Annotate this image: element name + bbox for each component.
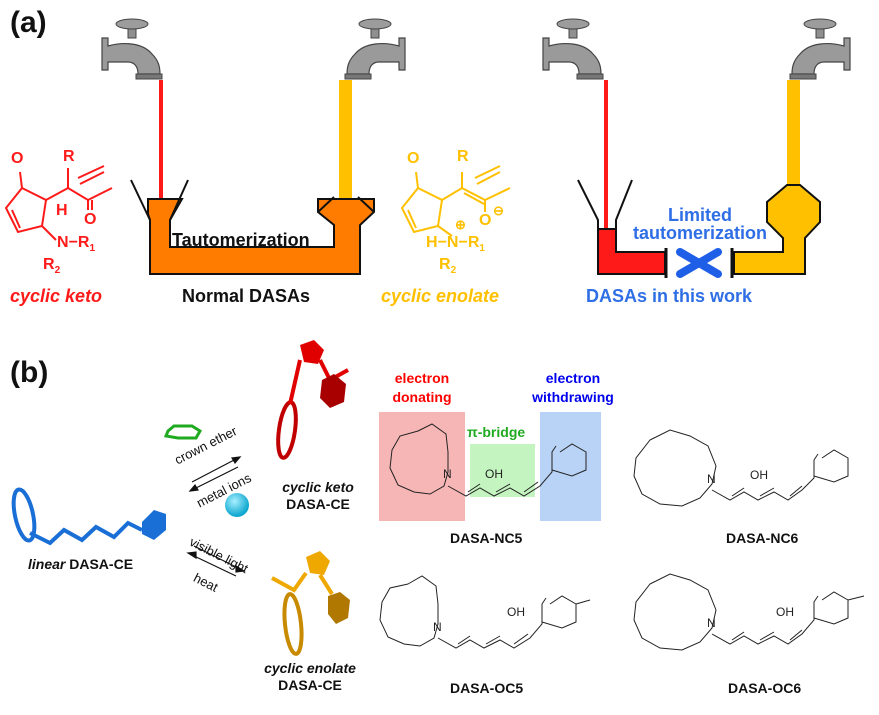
yellow-stream bbox=[339, 80, 352, 200]
atom-n: N bbox=[443, 467, 452, 481]
metal-ion-icon bbox=[225, 493, 249, 517]
atom-o: O bbox=[84, 211, 97, 228]
atom-r: R bbox=[63, 148, 75, 165]
molecule-name-nc5: DASA-NC5 bbox=[450, 530, 523, 546]
r2-group: R2 bbox=[439, 256, 457, 277]
dasa-oc5-structure bbox=[379, 575, 591, 649]
atom-n: N bbox=[433, 620, 442, 634]
cyclic-enolate-caption: cyclic enolate bbox=[381, 286, 500, 306]
red-stream bbox=[159, 80, 163, 200]
atom-h: H bbox=[56, 202, 68, 219]
cyclic-keto-caption: cyclic keto bbox=[10, 286, 103, 306]
atom-o: O bbox=[479, 212, 492, 229]
acceptor-region bbox=[540, 412, 601, 521]
crown-ether-icon bbox=[163, 424, 203, 440]
r2-group: R2 bbox=[43, 256, 61, 277]
atom-n: N bbox=[707, 616, 716, 630]
cyclic-enolate-structure bbox=[400, 165, 511, 237]
molecule-name-oc5: DASA-OC5 bbox=[450, 680, 524, 696]
donor-region bbox=[379, 412, 465, 521]
atom-o: O bbox=[11, 150, 24, 167]
atom-r: R bbox=[457, 148, 469, 165]
linear-dasa-ce-model bbox=[11, 487, 166, 546]
panel-b-label: (b) bbox=[10, 356, 49, 389]
dasa-oc6-structure bbox=[633, 573, 865, 651]
cyclic-enolate-model bbox=[271, 551, 350, 656]
blocked-x-icon bbox=[676, 248, 722, 278]
yellow-vessel bbox=[733, 184, 821, 275]
panel-a-label: (a) bbox=[10, 6, 47, 39]
yellow-stream bbox=[787, 80, 800, 185]
linear-dasa-ce-caption: linear DASA-CE bbox=[28, 556, 134, 572]
normal-dasas-caption: Normal DASAs bbox=[182, 286, 311, 306]
molecule-name-oc6: DASA-OC6 bbox=[728, 680, 802, 696]
atom-oh: OH bbox=[485, 467, 503, 481]
atom-oh: OH bbox=[776, 605, 794, 619]
tautomerization-label: Tautomerization bbox=[172, 230, 310, 250]
dasa-nc5-structure bbox=[389, 423, 587, 497]
n-r1-group: N−R1 bbox=[57, 234, 96, 255]
atom-oh: OH bbox=[507, 605, 525, 619]
pi-bridge-label: π-bridge bbox=[467, 424, 526, 440]
equilibrium-arrows-bottom bbox=[186, 545, 246, 577]
red-stream bbox=[604, 80, 608, 230]
normal-dasa-vessel bbox=[147, 198, 375, 275]
negative-charge: ⊖ bbox=[493, 203, 504, 218]
atom-o: O bbox=[407, 150, 420, 167]
h-n-r1-group: H−N−R1 bbox=[426, 234, 485, 255]
equilibrium-arrows-top bbox=[188, 456, 242, 492]
molecule-name-nc6: DASA-NC6 bbox=[726, 530, 799, 546]
dasa-nc6-structure bbox=[633, 429, 849, 507]
cyclic-keto-structure bbox=[4, 165, 113, 241]
this-work-caption: DASAs in this work bbox=[586, 286, 753, 306]
cyclic-keto-model bbox=[276, 340, 349, 460]
positive-charge: ⊕ bbox=[455, 217, 466, 232]
atom-n: N bbox=[707, 472, 716, 486]
atom-oh: OH bbox=[750, 468, 768, 482]
limited-tautomerization-label: Limited tautomerization bbox=[632, 205, 767, 243]
